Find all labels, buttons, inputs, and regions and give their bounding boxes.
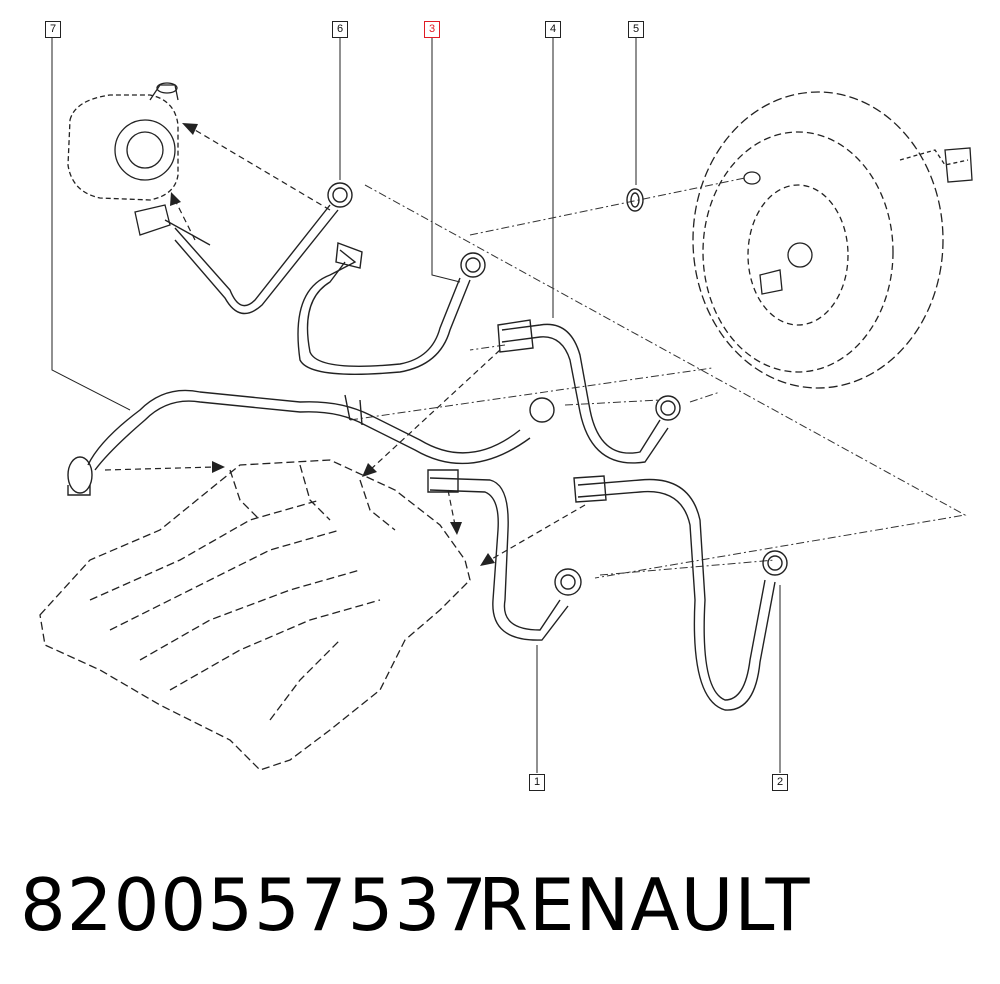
callout-3-highlighted: 3 xyxy=(424,21,440,38)
part-number: 8200557537 xyxy=(20,863,489,947)
arrow-heads xyxy=(170,123,495,566)
hose-part-1 xyxy=(427,469,582,641)
callout-4: 4 xyxy=(545,21,561,38)
seal-ring-part-5 xyxy=(626,188,644,212)
callout-leader-lines xyxy=(51,36,781,773)
brake-booster xyxy=(692,91,973,389)
hose-part-3 xyxy=(297,242,486,375)
callout-1: 1 xyxy=(529,774,545,791)
intake-manifold xyxy=(39,459,471,771)
callout-5: 5 xyxy=(628,21,644,38)
hose-part-2 xyxy=(573,475,788,711)
callout-2: 2 xyxy=(772,774,788,791)
direction-arrows xyxy=(104,129,586,561)
caption: 8200557537 RENAULT xyxy=(0,855,1000,955)
brand-name: RENAULT xyxy=(478,863,811,947)
hose-part-6 xyxy=(174,182,353,315)
callout-7: 7 xyxy=(45,21,61,38)
hose-part-4 xyxy=(497,319,681,464)
callout-6: 6 xyxy=(332,21,348,38)
assembly-guide-lines xyxy=(349,177,967,579)
vacuum-pump xyxy=(67,82,211,246)
hose-part-7 xyxy=(67,389,555,496)
